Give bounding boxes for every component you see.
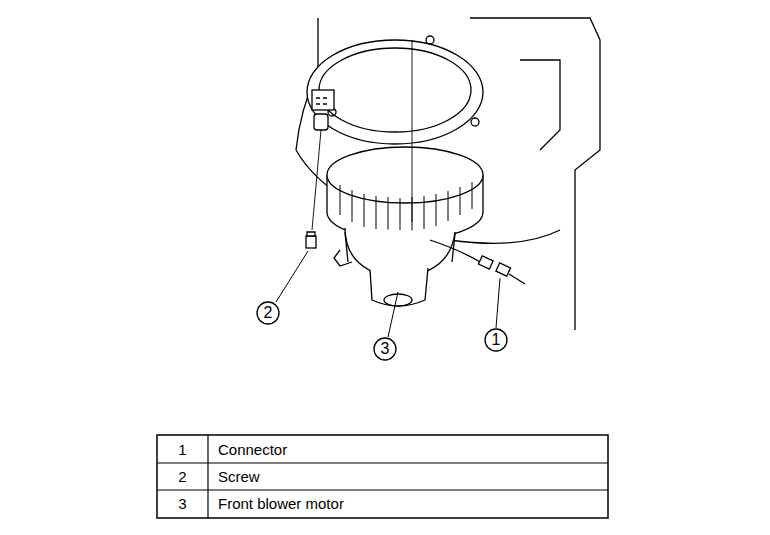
housing-edge (470, 18, 600, 330)
screw (306, 236, 316, 248)
callout-circle (374, 338, 396, 360)
leader-line (276, 251, 308, 302)
table-cell: 1 (158, 436, 207, 463)
leader-line (496, 278, 500, 328)
guide-line (312, 130, 321, 230)
housing-bracket (520, 60, 560, 150)
cover-screw (426, 36, 434, 44)
motor-shaft (384, 294, 412, 306)
table-cell: Screw (218, 463, 598, 490)
table-cell: Front blower motor (218, 490, 598, 517)
callout-number: 2 (257, 302, 279, 324)
table-border (157, 435, 608, 518)
motor-flange (345, 232, 455, 262)
callout-circle (485, 329, 507, 351)
harness-wire (509, 274, 525, 284)
motor-wire (430, 240, 480, 262)
leader-line (388, 292, 398, 337)
callout-number: 1 (485, 329, 507, 351)
wheel-slats (340, 182, 472, 232)
cover (307, 40, 483, 144)
plate-marks (316, 98, 327, 104)
grommet (314, 114, 328, 130)
table-cell: 2 (158, 463, 207, 490)
table-cell: Connector (218, 436, 598, 463)
connector (478, 256, 493, 269)
screw-head (307, 232, 315, 236)
callout-number: 3 (374, 338, 396, 360)
table-grid (157, 435, 608, 518)
guide-line (412, 40, 413, 222)
motor-tab (334, 250, 352, 266)
motor-body (370, 268, 428, 306)
cover-inner (319, 48, 471, 132)
cover-screw (471, 118, 479, 126)
plate (312, 90, 334, 110)
connector (496, 263, 511, 276)
callout-circle (257, 302, 279, 324)
table-cell: 3 (158, 490, 207, 517)
